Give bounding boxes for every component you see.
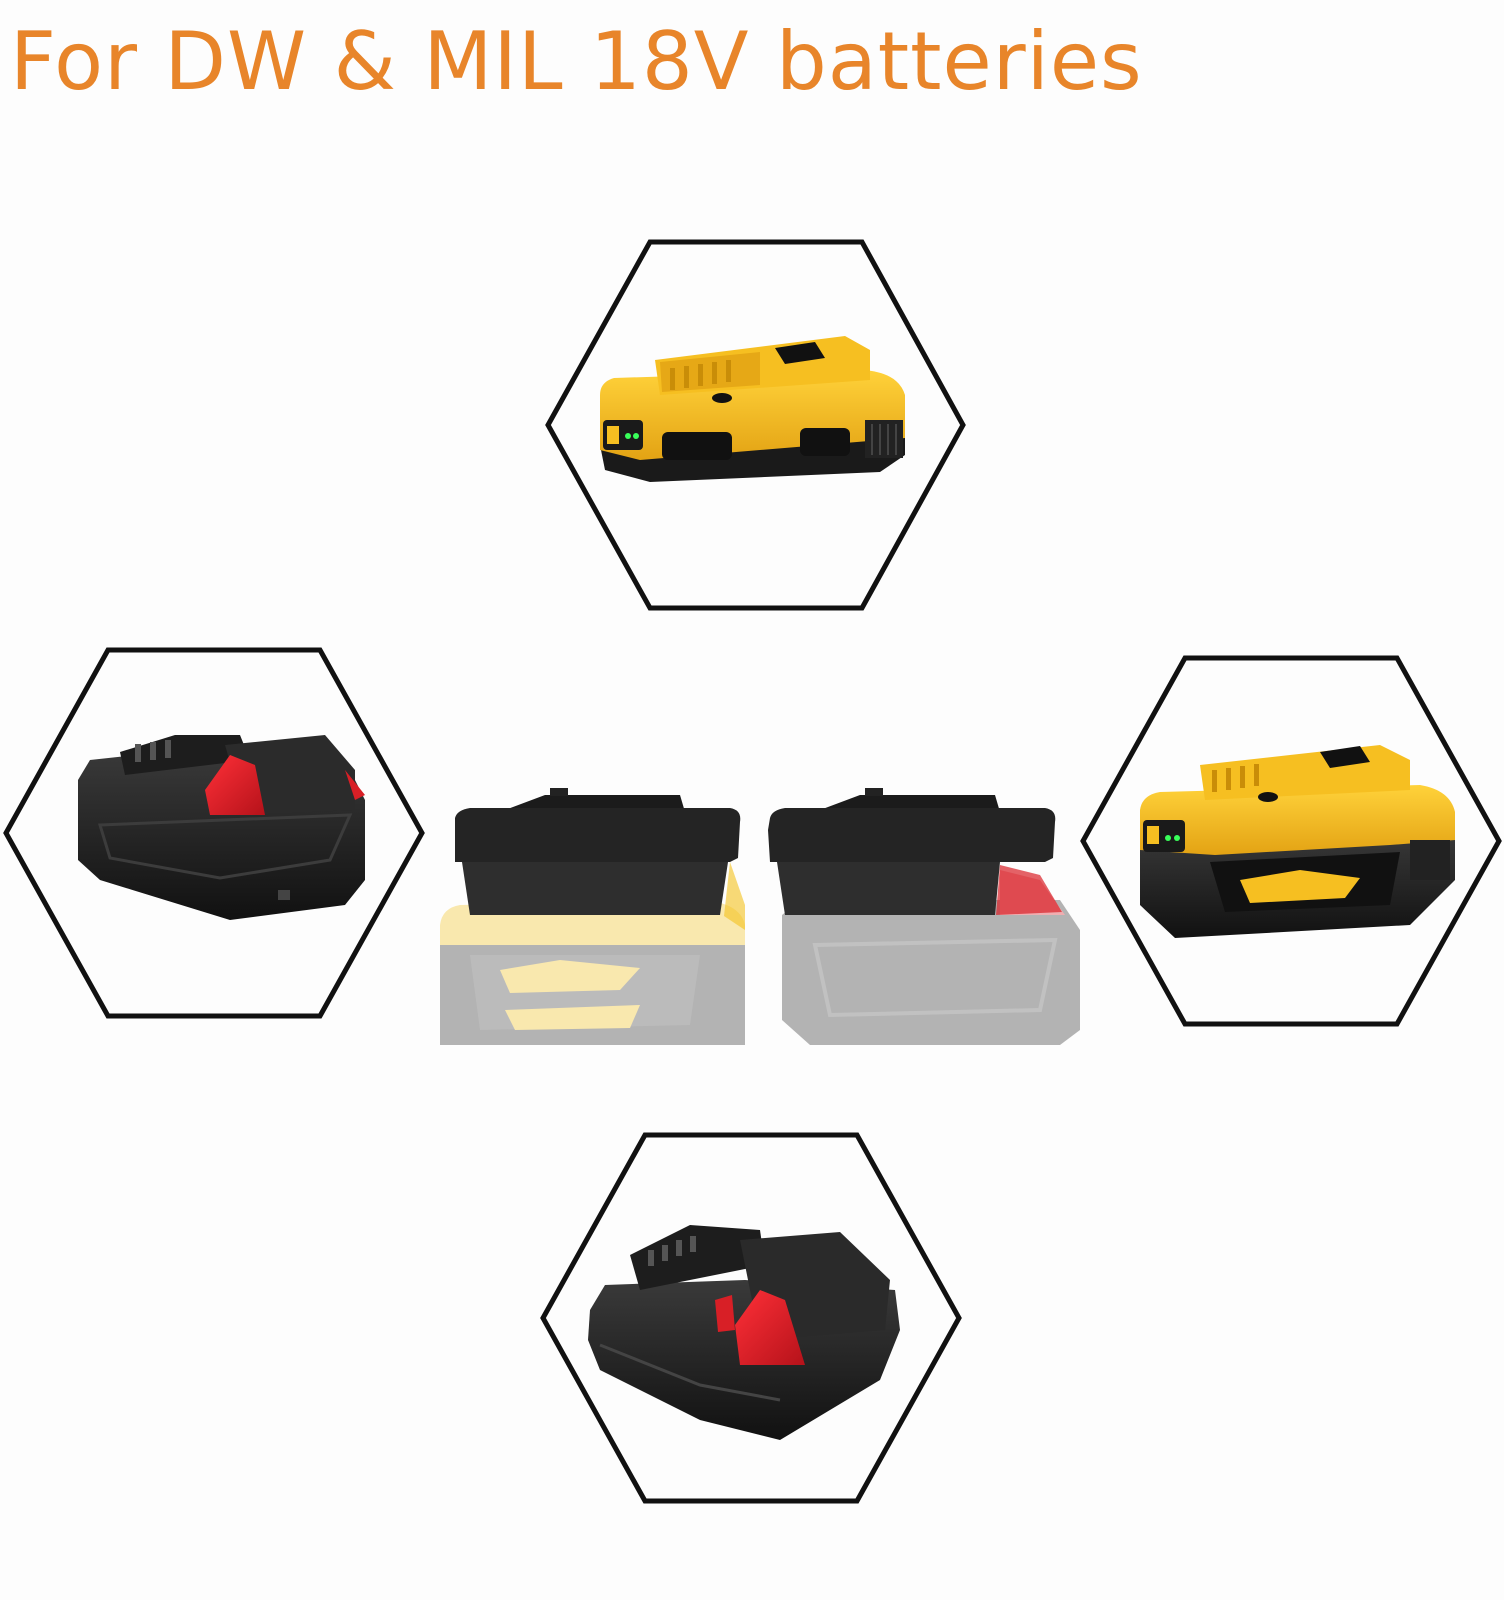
adapter-on-milwaukee-battery xyxy=(768,788,1080,1045)
milwaukee-xc-battery-icon xyxy=(78,735,365,920)
adapter-icon xyxy=(455,788,745,930)
adapter-icon xyxy=(768,788,1062,915)
milwaukee-compact-battery-icon xyxy=(588,1225,900,1440)
ghost-dewalt-battery xyxy=(440,900,745,1045)
dewalt-xr-battery-icon xyxy=(1140,745,1455,938)
hexagon-left xyxy=(3,647,425,1019)
hexagon-frame-right xyxy=(1080,655,1502,1027)
hexagon-top xyxy=(545,239,966,611)
headline-title: For DW & MIL 18V batteries xyxy=(10,15,1143,108)
hexagon-frame-top xyxy=(545,239,966,611)
hexagon-bottom xyxy=(540,1132,962,1504)
hexagon-right xyxy=(1080,655,1502,1027)
hexagon-frame-bottom xyxy=(540,1132,962,1504)
hexagon-frame-left xyxy=(3,647,425,1019)
adapter-on-dewalt-battery xyxy=(440,788,745,1045)
dewalt-compact-battery-icon xyxy=(600,336,905,482)
